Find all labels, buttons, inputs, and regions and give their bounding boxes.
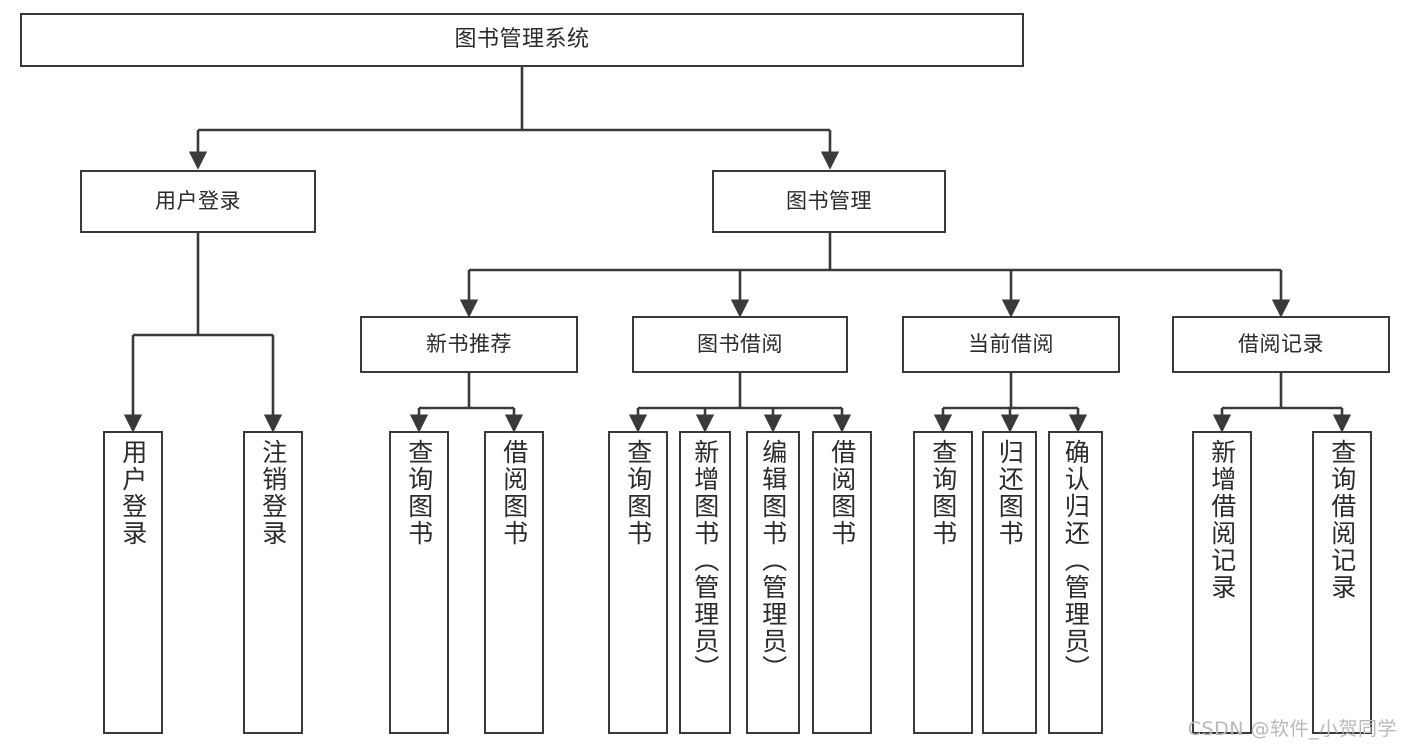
node-book-borrowing[interactable]: 图书借阅: [632, 316, 848, 373]
node-new-book-recommendation[interactable]: 新书推荐: [360, 316, 578, 373]
leaf-new-book-query-books[interactable]: 查询图书: [389, 431, 449, 734]
leaf-current-return-books[interactable]: 归还图书: [982, 431, 1037, 734]
leaf-borrow-edit-book-admin[interactable]: 编辑图书（管理员）: [746, 431, 800, 734]
node-label: 查询借阅记录: [1327, 439, 1357, 601]
leaf-record-add-borrow-record[interactable]: 新增借阅记录: [1192, 431, 1252, 734]
node-user-login[interactable]: 用户登录: [80, 170, 316, 233]
leaf-user-login-logout[interactable]: 注销登录: [243, 431, 303, 734]
node-label: 编辑图书（管理员）: [758, 439, 788, 682]
node-label: 确认归还（管理员）: [1061, 439, 1091, 682]
leaf-new-book-borrow-books[interactable]: 借阅图书: [484, 431, 544, 734]
node-borrow-records[interactable]: 借阅记录: [1172, 316, 1390, 373]
node-label: 借阅图书: [827, 439, 857, 547]
node-label: 用户登录: [155, 188, 241, 213]
leaf-current-confirm-return-admin[interactable]: 确认归还（管理员）: [1048, 431, 1103, 734]
node-label: 查询图书: [623, 439, 653, 547]
leaf-borrow-borrow-books[interactable]: 借阅图书: [812, 431, 872, 734]
node-label: 查询图书: [404, 439, 434, 547]
node-label: 注销登录: [258, 439, 288, 547]
node-current-borrowing[interactable]: 当前借阅: [902, 316, 1120, 373]
leaf-borrow-add-book-admin[interactable]: 新增图书（管理员）: [679, 431, 731, 734]
node-label: 新增图书（管理员）: [690, 439, 720, 682]
leaf-user-login-signin[interactable]: 用户登录: [103, 431, 163, 734]
leaf-current-query-books[interactable]: 查询图书: [913, 431, 973, 734]
node-label: 借阅图书: [499, 439, 529, 547]
node-label: 图书管理系统: [454, 26, 590, 52]
node-label: 用户登录: [118, 439, 148, 547]
node-label: 当前借阅: [968, 331, 1054, 356]
node-label: 查询图书: [928, 439, 958, 547]
leaf-record-query-borrow-record[interactable]: 查询借阅记录: [1312, 431, 1372, 734]
node-label: 图书管理: [786, 188, 872, 213]
node-label: 新增借阅记录: [1207, 439, 1237, 601]
node-label: 新书推荐: [426, 331, 512, 356]
csdn-watermark: CSDN @软件_小贺同学: [1187, 718, 1397, 740]
node-label: 归还图书: [995, 439, 1025, 547]
node-label: 图书借阅: [697, 331, 783, 356]
node-book-management[interactable]: 图书管理: [712, 170, 946, 233]
leaf-borrow-query-books[interactable]: 查询图书: [608, 431, 668, 734]
node-label: 借阅记录: [1238, 331, 1324, 356]
node-root-book-management-system[interactable]: 图书管理系统: [20, 13, 1024, 67]
